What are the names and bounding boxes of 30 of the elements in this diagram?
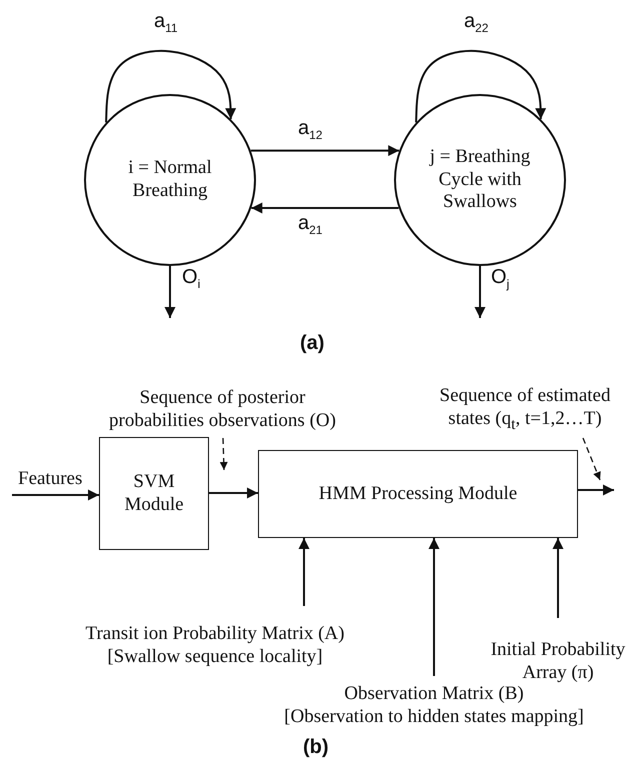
module-box: [99, 437, 209, 550]
arrow: [428, 538, 440, 676]
arrow: [415, 50, 546, 122]
annotation-text: Observation Matrix (B): [344, 683, 524, 706]
annotation-text: Transit ion Probability Matrix (A): [86, 623, 344, 646]
node-label: j = Breathing Cycle with Swallows: [428, 146, 532, 214]
arrow: [251, 202, 399, 214]
node-label: HMM Processing Module: [318, 482, 518, 506]
node-label: SVM Module: [123, 470, 185, 516]
dashed-arrow: [220, 438, 228, 470]
annotation-text: Initial Probability Array (π): [490, 639, 626, 685]
arrow: [250, 145, 400, 156]
annotation-note: [Observation to hidden states mapping]: [284, 706, 584, 729]
arrow: [12, 490, 99, 500]
arrow: [105, 50, 236, 122]
arrow: [578, 484, 614, 496]
annotation-text: Sequence of estimated states (q$_{t}$, t=1,2…T): [438, 385, 612, 435]
arrow: [474, 266, 486, 318]
arrow: [298, 538, 310, 606]
arrow: [209, 488, 258, 498]
arrow: [164, 266, 176, 318]
panel-label: (a): [300, 332, 324, 355]
panel-label: (b): [303, 736, 329, 759]
annotation-text: Sequence of posterior probabilities observations (O): [108, 387, 337, 433]
node-label: i = Normal Breathing: [127, 157, 213, 203]
arrow: [552, 538, 564, 618]
module-box: [258, 450, 578, 538]
dashed-arrow: [582, 438, 601, 480]
annotation-note: [Swallow sequence locality]: [107, 646, 323, 669]
edge-label: O$_{j}$: [489, 266, 512, 292]
